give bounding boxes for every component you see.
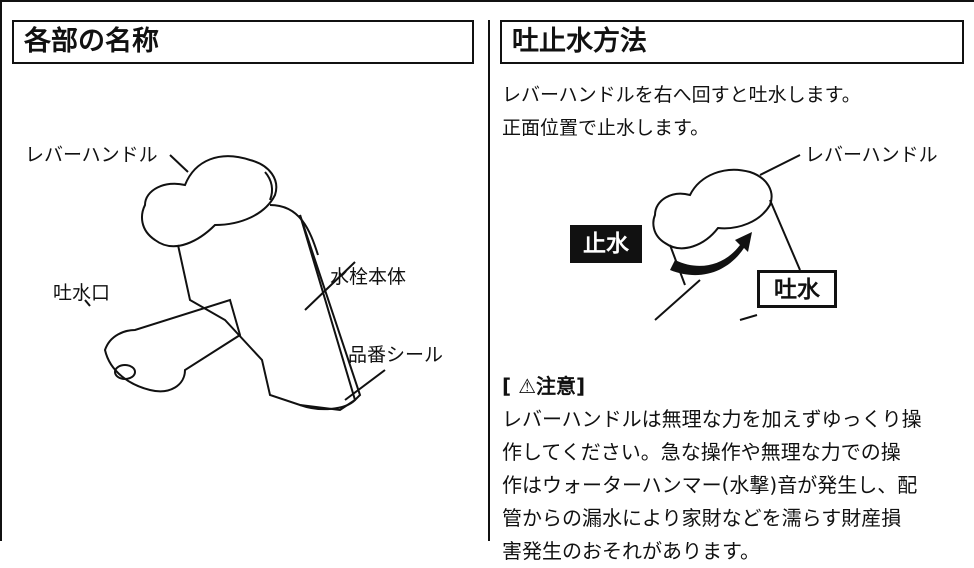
caution-line-1: レバーハンドルは無理な力を加えずゆっくり操 <box>502 407 922 431</box>
faucet-body-outline <box>177 214 362 412</box>
faucet-diagram <box>84 154 801 412</box>
leader-spout <box>84 299 91 307</box>
label-spout: 吐水口 <box>53 282 111 304</box>
operation-method-heading: 吐止水方法 <box>500 20 964 64</box>
lever-handle-edge <box>264 171 274 201</box>
rotation-arrow <box>670 232 752 276</box>
leader-lever <box>169 154 189 173</box>
intro-line-1: レバーハンドルを右へ回すと吐水します。 <box>502 84 861 106</box>
stop-water-label: 止水 <box>570 225 642 263</box>
label-part-number-seal: 品番シール <box>348 344 444 366</box>
page-top-border <box>0 0 974 10</box>
label-lever-handle: レバーハンドル <box>25 144 158 166</box>
right-label-lever-handle: レバーハンドル <box>805 144 938 166</box>
caution-line-3: 作はウォーターハンマー(水撃)音が発生し、配 <box>502 473 918 497</box>
caution-line-4: 管からの漏水により家財などを濡らす財産損 <box>502 506 902 530</box>
leader-body <box>304 261 356 311</box>
faucet-body-back <box>299 214 357 411</box>
caution-line-5: 害発生のおそれがあります。 <box>502 539 760 563</box>
caution-line-2: 作してください。急な操作や無理な力での操 <box>502 440 901 464</box>
spout-tip <box>114 364 136 380</box>
column-divider <box>488 20 490 541</box>
parts-names-heading: 各部の名称 <box>12 20 474 64</box>
caution-title: [ ⚠注意] <box>502 374 586 398</box>
page-left-border <box>0 0 2 541</box>
right-faucet-base <box>654 279 701 321</box>
flow-water-label: 吐水 <box>757 270 837 308</box>
label-faucet-body: 水栓本体 <box>330 266 407 288</box>
intro-line-2: 正面位置で止水します。 <box>502 117 710 139</box>
right-leader-spout <box>739 314 758 321</box>
caution-notice: [ ⚠注意] レバーハンドルは無理な力を加えずゆっくり操 作してください。急な操… <box>502 370 922 568</box>
leader-seal <box>344 369 386 401</box>
right-lever-shape <box>652 168 773 250</box>
right-leader-lever <box>759 154 801 176</box>
lever-handle-shape <box>141 155 278 248</box>
spout-outline <box>103 298 242 393</box>
